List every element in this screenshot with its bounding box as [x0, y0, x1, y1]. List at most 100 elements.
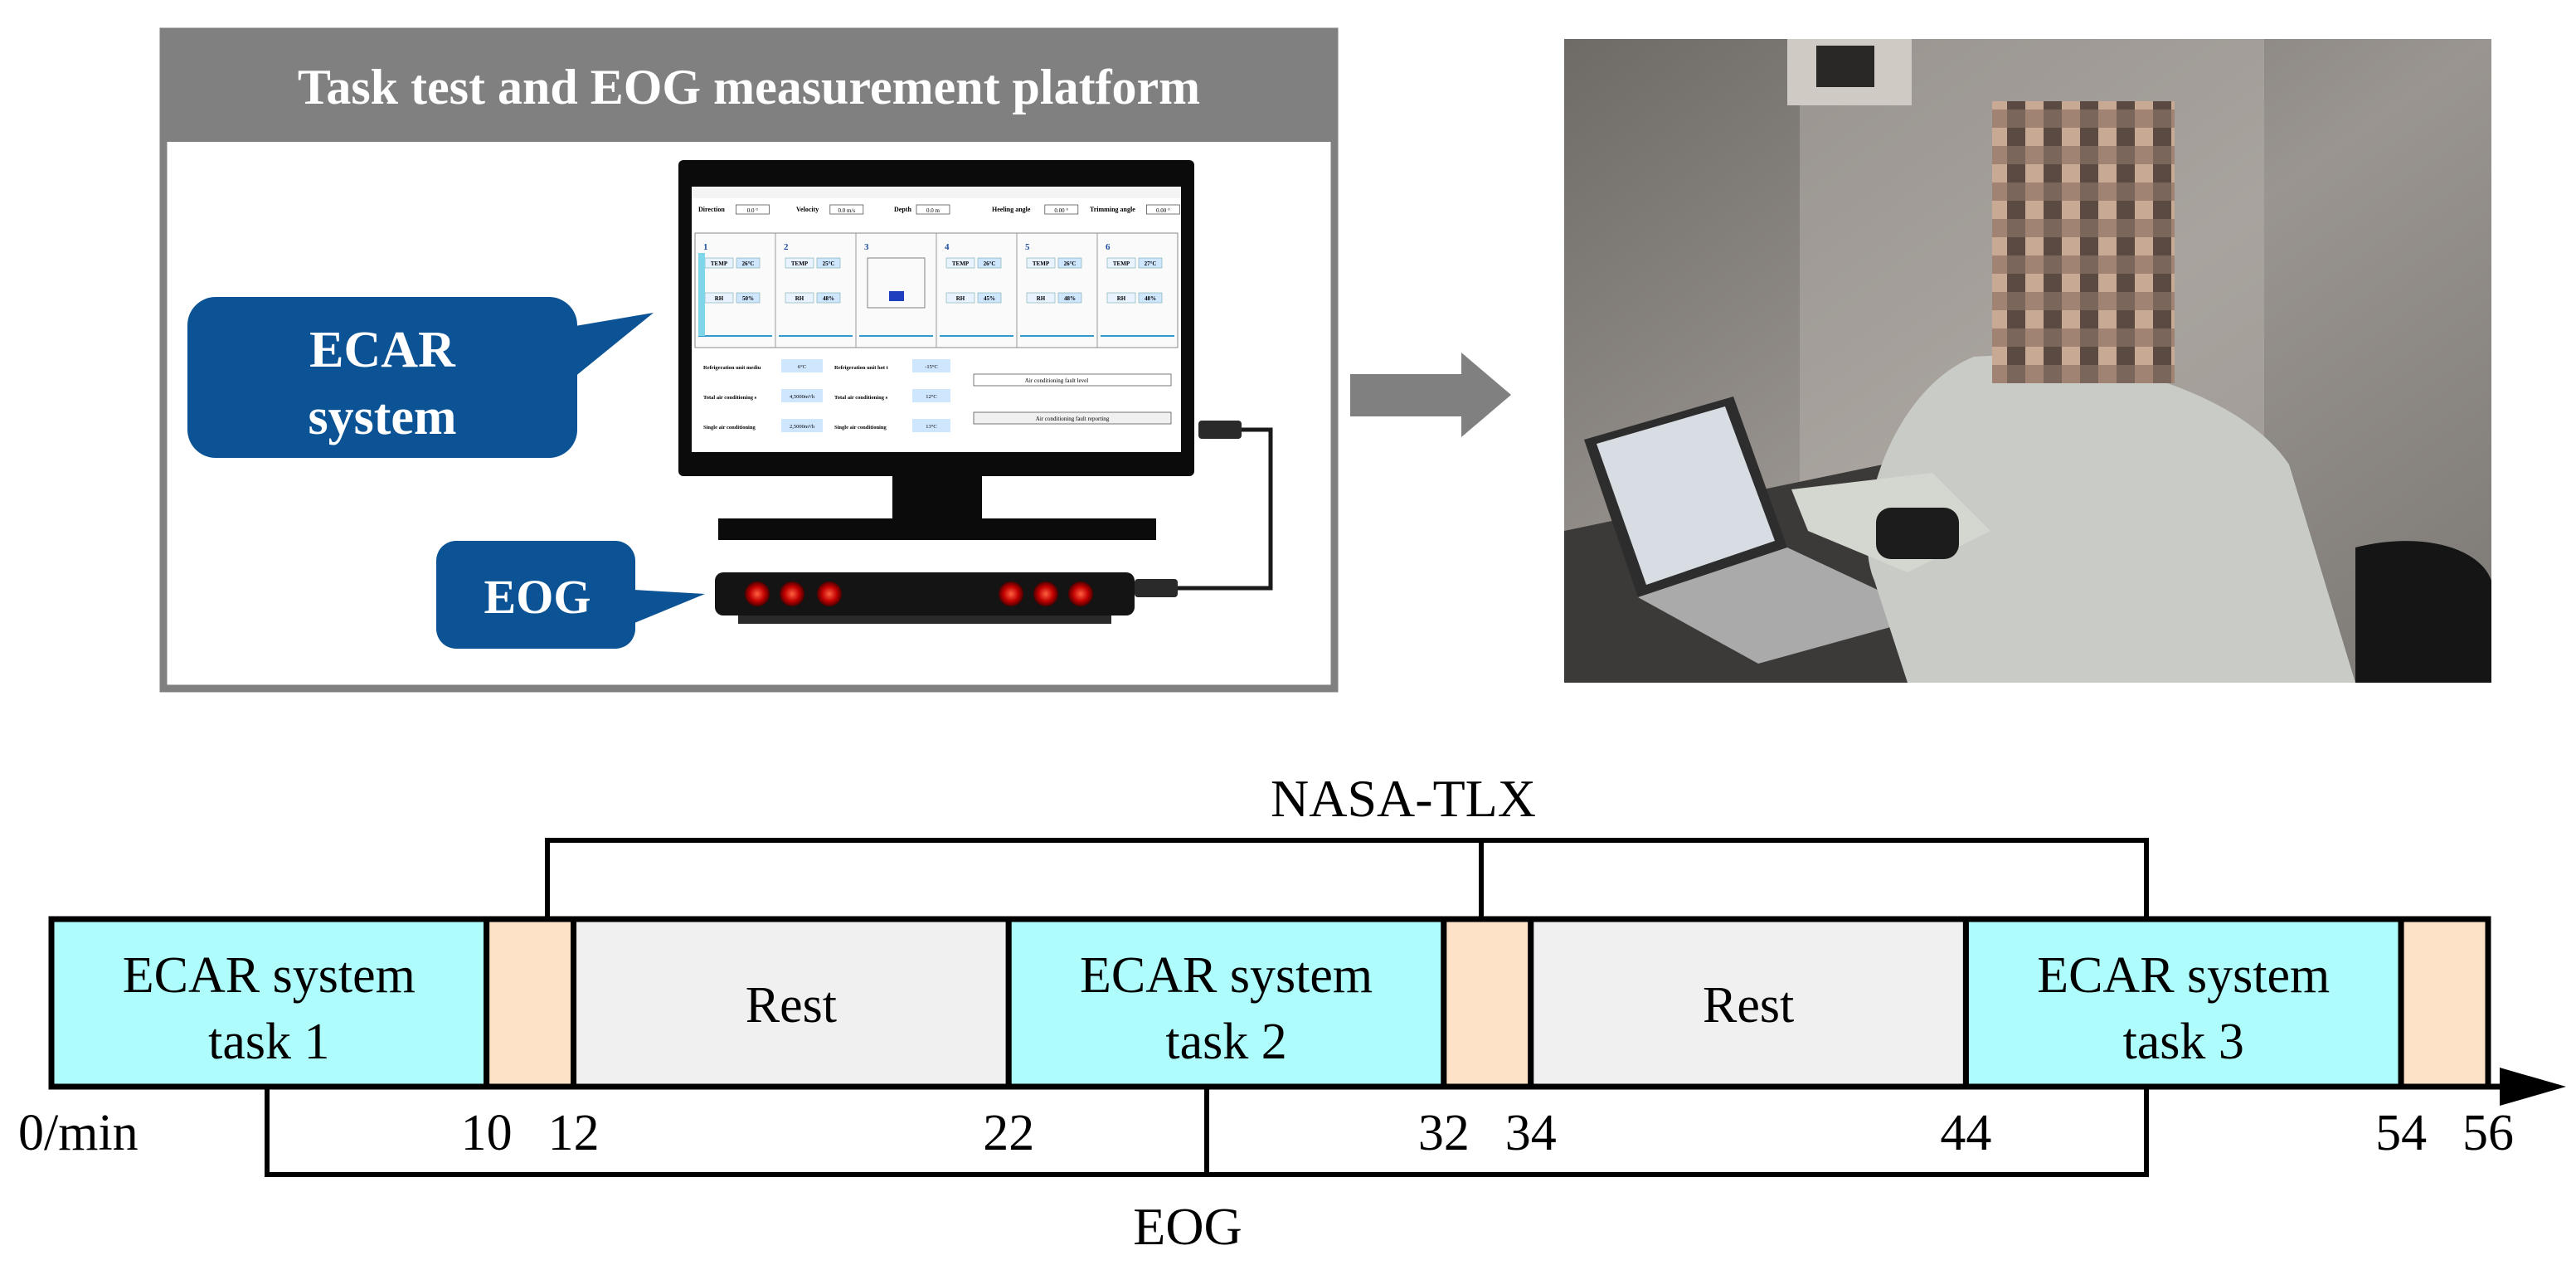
screen-param-value: 0.00 ° — [1054, 207, 1068, 214]
screen-param-value-box — [736, 204, 770, 215]
ecar-callout: ECAR system — [187, 297, 654, 458]
monitor-usb-plug — [1198, 421, 1242, 439]
eog-device — [715, 572, 1135, 624]
screen-temp-box — [1026, 257, 1056, 269]
screen-rh-value: 50% — [742, 295, 754, 302]
tick-label: 32 — [1418, 1105, 1470, 1161]
screen-param-value-box — [1146, 204, 1180, 215]
screen-setting-label: Single air conditioning — [703, 425, 756, 431]
screen-compartment-number: 2 — [784, 242, 789, 252]
screen-setting-value-box — [912, 359, 950, 372]
screen-rh-box — [1026, 292, 1056, 304]
timeline-block-label: Rest — [746, 977, 837, 1034]
eog-led — [1068, 581, 1093, 606]
screen-fault-button-label: Air conditioning fault reporting — [1036, 416, 1110, 422]
cable — [1135, 421, 1273, 597]
timeline-block-label: ECAR system — [2037, 947, 2330, 1004]
ecar-callout-line1: ECAR — [309, 322, 456, 378]
screen-temp-value: 26°C — [1064, 260, 1077, 267]
timeline-block-questionnaire — [484, 916, 577, 1090]
screen-param-label: Depth — [894, 206, 911, 213]
screen-param-value: 0.0 m/s — [838, 207, 855, 214]
nasa-tlx-bracket-line — [545, 838, 2149, 919]
eog-led — [745, 581, 770, 606]
tick-label: 0/min — [18, 1105, 139, 1161]
screen-setting-value-box — [912, 419, 950, 432]
screen-rh-box — [945, 292, 975, 304]
screen-setting-label: Total air conditioning s — [703, 395, 757, 401]
screen-rh-value: 48% — [1145, 295, 1156, 302]
screen-param-value: 0.0 m — [926, 207, 940, 214]
photo-wall-socket-inner — [1816, 46, 1874, 87]
timeline-block-task — [1962, 916, 2404, 1090]
eog-callout: EOG — [436, 541, 705, 649]
screen-level-gauge — [698, 253, 705, 336]
screen-fault-select[interactable] — [973, 373, 1172, 387]
screen-param-label: Trimming angle — [1090, 206, 1135, 213]
screen-param-label: Heeling angle — [992, 206, 1031, 213]
timeline-block-label: ECAR system — [123, 947, 416, 1004]
screen-setting-value-box — [781, 359, 823, 372]
screen-setting-value-box — [781, 389, 823, 402]
platform-title: Task test and EOG measurement platform — [298, 60, 1200, 114]
screen-temp-label: TEMP — [711, 260, 728, 267]
screen-setting-value: 2,5000m³/h — [790, 424, 815, 430]
screen-temp-box — [785, 257, 814, 269]
eog-led — [817, 581, 842, 606]
screen-rh-label: RH — [1037, 295, 1046, 302]
screen-equipment-diagram — [867, 257, 926, 309]
screen-setting-label: Total air conditioning s — [834, 395, 888, 401]
eog-device-foot — [738, 615, 1111, 624]
timeline-block-questionnaire — [2398, 916, 2491, 1090]
screen-param-label: Direction — [698, 206, 725, 213]
timeline-block-rest — [1528, 916, 1969, 1090]
photo-laptop-display — [1597, 406, 1775, 585]
screen-rh-label: RH — [956, 295, 965, 302]
screen-fault-button[interactable] — [973, 411, 1172, 425]
screen-temp-value: 26°C — [742, 260, 755, 267]
tick-label: 22 — [983, 1105, 1034, 1161]
timeline-block-label: ECAR system — [1080, 947, 1373, 1004]
photo-laptop-keyboard — [1638, 547, 1932, 664]
tick-label: 34 — [1505, 1105, 1557, 1161]
eog-led — [1033, 581, 1058, 606]
screen-equipment-marker — [889, 291, 904, 301]
screen-compartment-number: 3 — [864, 242, 869, 252]
monitor-stand-neck — [892, 476, 982, 518]
timeline-block-label: task 3 — [2123, 1014, 2244, 1070]
screen-rh-value-box — [1057, 292, 1082, 304]
screen-fault-select-label: Air conditioning fault level — [1025, 377, 1088, 384]
tick-label: 10 — [461, 1105, 513, 1161]
screen-rh-value: 48% — [1064, 295, 1076, 302]
screen-compartment-number: 5 — [1025, 242, 1030, 252]
screen-rh-box — [1106, 292, 1136, 304]
screen-setting-value-box — [781, 419, 823, 432]
photo-chair — [2355, 541, 2491, 683]
screen-rh-label: RH — [715, 295, 724, 302]
screen-temp-value: 27°C — [1145, 260, 1157, 267]
screen-setting-value: 4,5000m³/h — [790, 394, 815, 400]
timeline-block-label: task 1 — [208, 1014, 329, 1070]
eog-callout-label: EOG — [484, 570, 591, 624]
ecar-callout-line2: system — [308, 389, 456, 445]
photo-person-body — [1867, 355, 2355, 683]
screen-setting-label: Single air conditioning — [834, 425, 887, 431]
tick-label: 54 — [2375, 1105, 2427, 1161]
platform-title-bar — [163, 32, 1334, 142]
screen-setting-label: Refrigeration unit hot t — [834, 365, 889, 371]
ecar-callout-tail — [561, 313, 654, 388]
time-axis-arrowhead — [2500, 1068, 2566, 1106]
screen-setting-value: 6°C — [798, 364, 806, 370]
eog-callout-tail — [620, 589, 705, 629]
screen-compartment-number: 1 — [703, 242, 708, 252]
screen-rh-value-box — [736, 292, 761, 304]
screen-temp-label: TEMP — [1033, 260, 1050, 267]
screen-param-value: 0.0 ° — [747, 207, 759, 214]
screen-compartment-number: 6 — [1106, 242, 1111, 252]
screen-param-value-box — [829, 204, 864, 215]
screen-temp-label: TEMP — [952, 260, 970, 267]
screen-temp-label: TEMP — [1113, 260, 1130, 267]
